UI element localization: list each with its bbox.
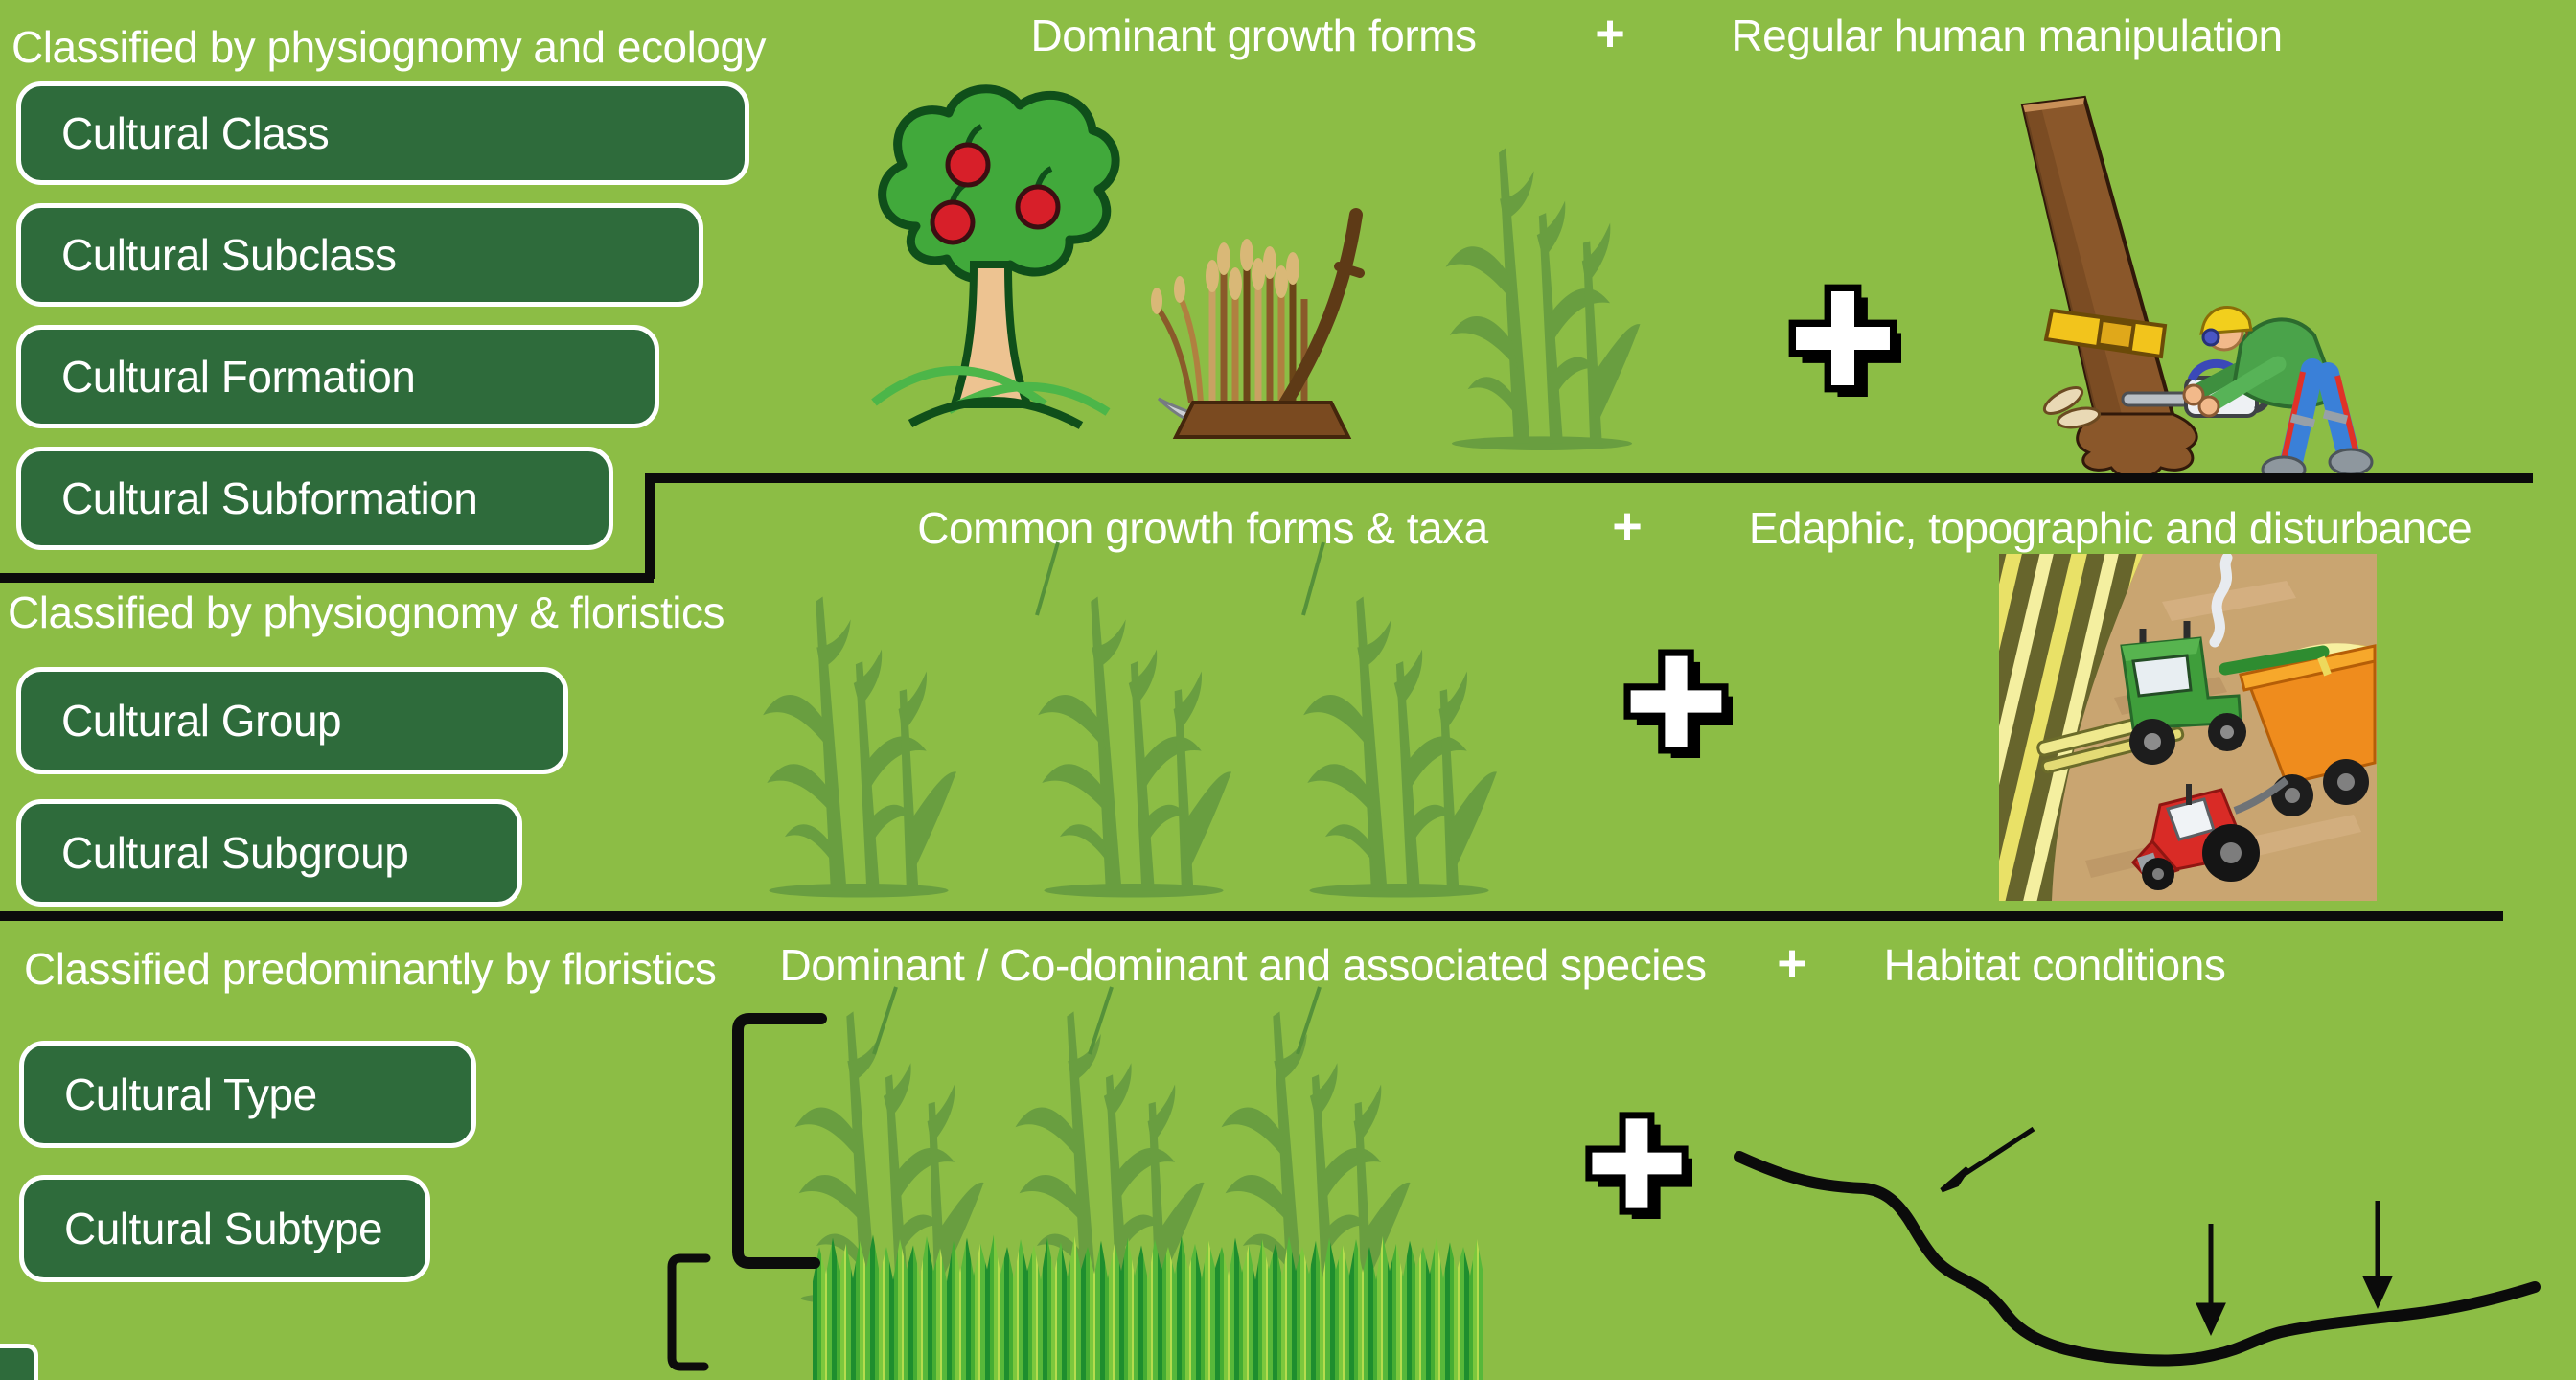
section3-label: Classified predominantly by floristics — [24, 944, 717, 994]
section3-banner-left: Dominant / Co-dominant and associated sp… — [779, 940, 1707, 990]
plus-3d-icon — [1581, 1108, 1692, 1219]
corn-stalks-icon — [1038, 596, 1231, 898]
section2-banner-right: Edaphic, topographic and disturbance — [1748, 503, 2472, 553]
corn-stalks-icon — [763, 596, 956, 898]
section1-label: Classified by physiognomy and ecology — [12, 22, 766, 72]
terrain-profile-arrows-icon — [1734, 1126, 2541, 1367]
corner-box-fragment — [0, 1344, 38, 1380]
corn-stalks-icon — [1445, 148, 1641, 450]
section1-banner-right: Regular human manipulation — [1731, 11, 2283, 60]
combine-harvester-scene-icon — [1999, 554, 2377, 901]
box-cultural-formation: Cultural Formation — [16, 325, 659, 428]
section1-banner-left: Dominant growth forms — [1030, 11, 1478, 60]
section2-banner-left: Common growth forms & taxa — [917, 503, 1488, 553]
box-cultural-group: Cultural Group — [16, 667, 568, 774]
section1-banner-plus: + — [1595, 5, 1625, 62]
plus-3d-icon — [1620, 645, 1733, 758]
corn-stalks-icon — [1015, 1011, 1205, 1305]
lumberjack-felling-tree-icon — [2020, 95, 2374, 483]
box-cultural-class: Cultural Class — [16, 81, 749, 185]
arrow-icon — [1940, 1126, 2393, 1336]
box-cultural-subgroup: Cultural Subgroup — [16, 799, 522, 907]
box-cultural-subtype: Cultural Subtype — [19, 1175, 430, 1282]
section3-banner-right: Habitat conditions — [1883, 940, 2226, 990]
apple-tree-icon — [871, 84, 1120, 429]
section3-banner-plus: + — [1777, 934, 1807, 992]
corn-stalks-icon — [1303, 596, 1497, 898]
section2-label: Classified by physiognomy & floristics — [8, 587, 724, 637]
section2-banner-plus: + — [1612, 497, 1643, 555]
box-cultural-subformation: Cultural Subformation — [16, 447, 613, 550]
box-cultural-type: Cultural Type — [19, 1041, 476, 1148]
wheat-sheaf-scythe-icon — [1151, 208, 1365, 439]
box-cultural-subclass: Cultural Subclass — [16, 203, 703, 307]
plus-3d-icon — [1784, 280, 1901, 397]
